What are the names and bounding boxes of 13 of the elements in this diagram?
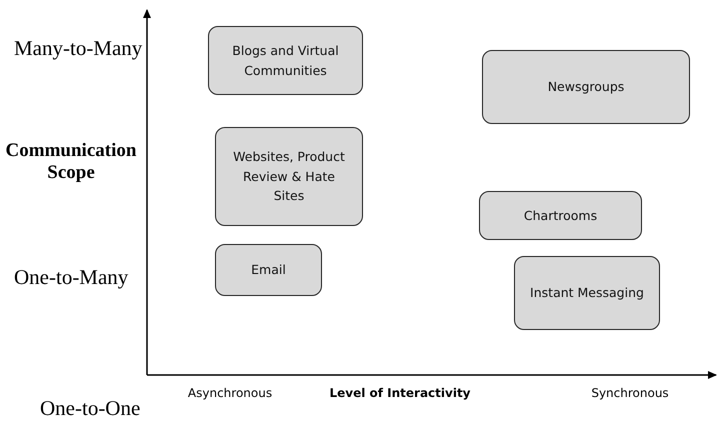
axis-title: Level of Interactivity xyxy=(328,386,472,400)
category-box: Email xyxy=(215,244,322,296)
category-box: Chartrooms xyxy=(479,191,642,240)
category-box: Websites, Product Review & Hate Sites xyxy=(215,127,363,226)
category-box: Blogs and Virtual Communities xyxy=(208,26,363,95)
category-box: Instant Messaging xyxy=(514,256,660,330)
axis-tick-label: Synchronous xyxy=(590,386,670,400)
axis-level-label: Many-to-Many xyxy=(14,36,144,61)
axis-level-label: One-to-Many xyxy=(14,265,130,290)
axis-tick-label: Asynchronous xyxy=(186,386,274,400)
category-box: Newsgroups xyxy=(482,50,690,124)
axis-title: Communication Scope xyxy=(4,140,138,184)
axis-level-label: One-to-One xyxy=(40,396,142,421)
